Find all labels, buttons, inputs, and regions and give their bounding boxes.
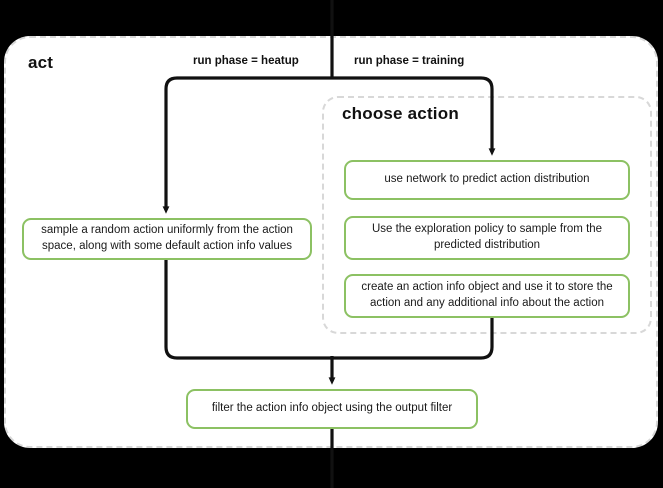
node-exploration-policy-sample[interactable]: Use the exploration policy to sample fro… — [344, 216, 630, 260]
act-block-title: act — [28, 53, 54, 72]
node-use-network-predict[interactable]: use network to predict action distributi… — [344, 160, 630, 200]
node-sample-random-action[interactable]: sample a random action uniformly from th… — [22, 218, 312, 260]
choose-action-block-title: choose action — [342, 104, 459, 123]
edge-label-heatup: run phase = heatup — [193, 55, 299, 67]
edge-label-training: run phase = training — [354, 55, 465, 67]
node-filter-action-info[interactable]: filter the action info object using the … — [186, 389, 478, 429]
node-create-action-info-object[interactable]: create an action info object and use it … — [344, 274, 630, 318]
